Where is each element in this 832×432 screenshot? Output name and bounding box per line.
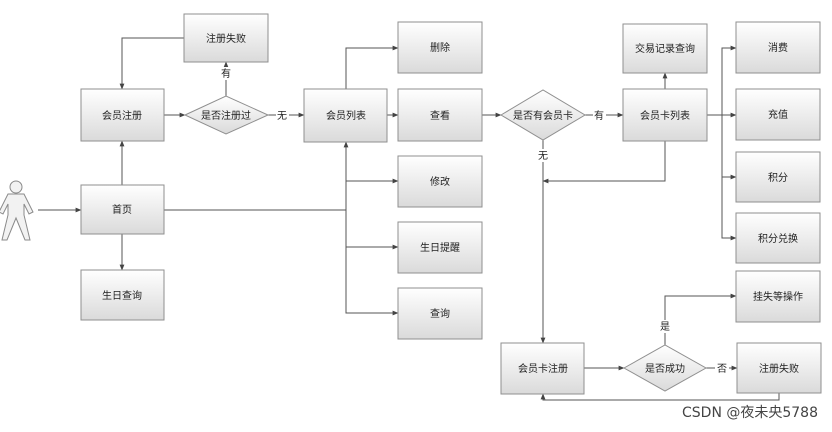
- label-register-fail-bottom: 注册失败: [759, 362, 799, 375]
- node-modify: 修改: [397, 155, 483, 208]
- label-birthday-query: 生日查询: [102, 289, 142, 302]
- node-points: 积分: [735, 151, 821, 203]
- edge-cardlist-exchange: [721, 177, 737, 241]
- edge-fail-cardregister: [540, 393, 780, 401]
- edge-list-remind: [345, 210, 399, 250]
- actor-icon: [0, 180, 34, 241]
- edge-label-registered-yes: 有: [221, 67, 231, 80]
- label-success-check: 是否成功: [645, 363, 685, 375]
- label-view: 查看: [430, 109, 450, 122]
- label-homepage: 首页: [112, 203, 132, 216]
- node-birthday-query: 生日查询: [80, 269, 165, 321]
- edge-cardlist-back: [542, 141, 666, 184]
- watermark: CSDN @夜未央5788: [682, 405, 818, 421]
- label-consume: 消费: [768, 41, 788, 54]
- node-success-check: 是否成功: [622, 344, 708, 392]
- node-homepage: 首页: [80, 184, 165, 235]
- node-transaction-query: 交易记录查询: [622, 23, 708, 74]
- label-registered-check: 是否注册过: [201, 109, 251, 122]
- label-member-list: 会员列表: [326, 109, 366, 122]
- edge-list-query: [345, 247, 399, 316]
- label-query: 查询: [430, 307, 450, 320]
- node-registered-check: 是否注册过: [183, 95, 270, 135]
- edge-list-delete: [345, 45, 399, 89]
- label-member-register: 会员注册: [102, 109, 142, 122]
- node-delete: 删除: [397, 21, 483, 74]
- node-has-card-check: 是否有会员卡: [500, 89, 586, 141]
- label-points: 积分: [768, 172, 788, 184]
- node-points-exchange: 积分兑换: [735, 212, 821, 264]
- label-has-card-check: 是否有会员卡: [513, 109, 573, 122]
- label-birthday-remind: 生日提醒: [420, 241, 460, 254]
- node-birthday-remind: 生日提醒: [397, 221, 483, 274]
- node-card-list: 会员卡列表: [622, 88, 708, 142]
- edge-label-success-no: 否: [717, 363, 727, 375]
- node-card-register: 会员卡注册: [500, 342, 585, 395]
- label-recharge: 充值: [768, 108, 788, 121]
- label-modify: 修改: [430, 175, 450, 188]
- node-register-fail-top: 注册失败: [183, 13, 269, 63]
- edge-label-card-no: 无: [538, 151, 548, 162]
- node-view: 查看: [397, 88, 483, 142]
- edge-cardlist-consume: [721, 45, 737, 115]
- label-card-register: 会员卡注册: [518, 362, 568, 375]
- label-register-fail-top: 注册失败: [206, 32, 246, 45]
- node-register-fail-bottom: 注册失败: [736, 342, 822, 394]
- node-member-register: 会员注册: [80, 88, 165, 142]
- label-loss-report: 挂失等操作: [753, 290, 803, 303]
- edge-cardlist-points: [721, 115, 737, 180]
- node-member-list: 会员列表: [303, 88, 388, 143]
- node-recharge: 充值: [735, 88, 821, 141]
- edge-success-loss: [664, 293, 737, 345]
- label-points-exchange: 积分兑换: [758, 232, 798, 245]
- label-card-list: 会员卡列表: [640, 109, 690, 122]
- label-delete: 删除: [430, 41, 450, 54]
- node-loss-report: 挂失等操作: [735, 270, 821, 323]
- edge-label-registered-no: 无: [277, 111, 287, 122]
- edge-fail-register: [119, 37, 184, 90]
- edge-label-card-yes: 有: [594, 109, 604, 122]
- edge-label-success-yes: 是: [660, 321, 670, 333]
- node-consume: 消费: [735, 21, 821, 74]
- label-transaction-query: 交易记录查询: [635, 42, 695, 55]
- edge-home-list: [164, 141, 349, 211]
- node-query: 查询: [397, 287, 483, 340]
